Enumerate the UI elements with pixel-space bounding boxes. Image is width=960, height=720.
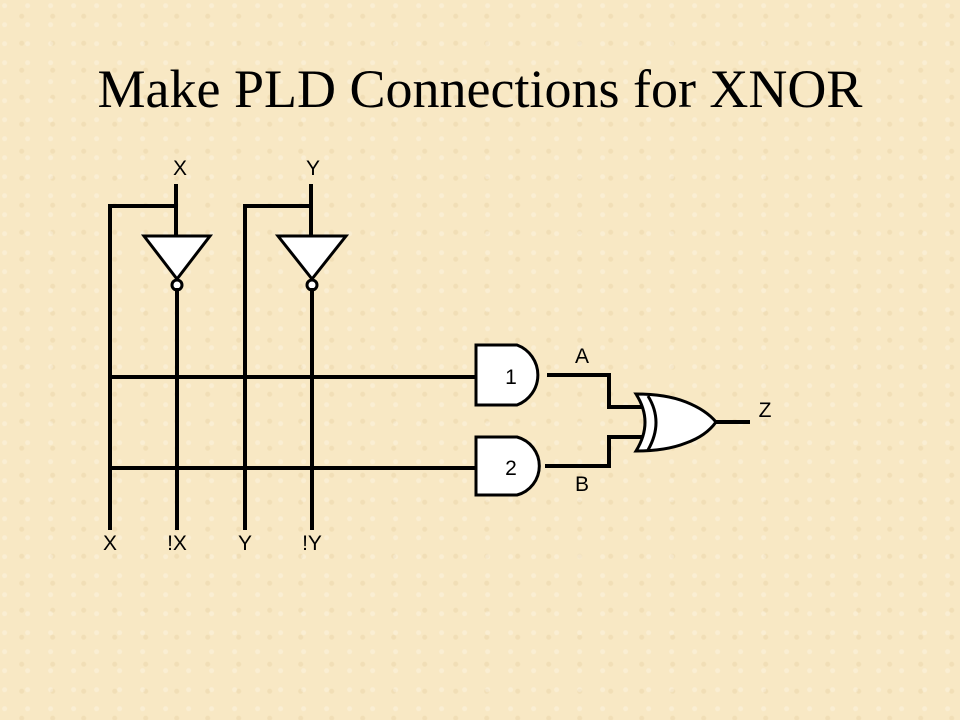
gate-1-label: 1	[505, 366, 517, 389]
column-not-x-label: !X	[167, 532, 187, 555]
inverter-y	[274, 234, 350, 530]
input-y-label: Y	[306, 157, 320, 180]
output-z-label: Z	[759, 399, 772, 422]
wire-b-label: B	[575, 473, 589, 496]
input-x-label: X	[173, 157, 187, 180]
inverter-x	[140, 234, 214, 530]
and-gate-1: 1	[474, 343, 540, 407]
y-input-wires	[243, 184, 313, 530]
wire-a-label: A	[575, 345, 589, 368]
gate-2-label: 2	[505, 457, 517, 480]
column-not-y-label: !Y	[302, 532, 322, 555]
wire-a	[547, 373, 650, 409]
x-input-wires	[108, 184, 178, 530]
and-gate-2: 2	[474, 435, 541, 497]
column-x-label: X	[103, 532, 117, 555]
or-gate	[633, 392, 750, 453]
column-y-label: Y	[238, 532, 252, 555]
page-title: Make PLD Connections for XNOR	[97, 59, 863, 119]
wire-b	[545, 435, 650, 468]
